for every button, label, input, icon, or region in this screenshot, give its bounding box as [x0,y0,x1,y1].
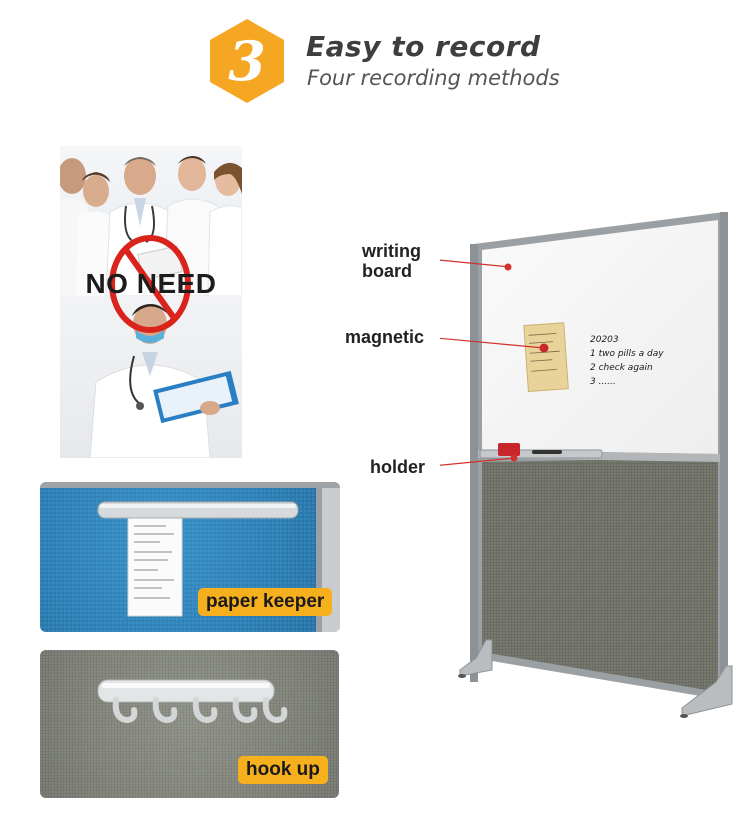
step-number-badge: 3 [208,17,286,105]
partition-panel: 20203 1 two pills a day 2 check again 3 … [417,200,750,728]
page-title: Easy to record [306,30,541,63]
writing-board-label: writing board [362,241,421,281]
partition-illustration: 20203 1 two pills a day 2 check again 3 … [417,212,733,718]
no-need-label: NO NEED [85,268,217,299]
doctor-reading-illustration [89,304,239,458]
paper-keeper-label: paper keeper [198,588,333,616]
hook-rail-illustration [40,650,339,798]
handwriting-line: 2 check again [590,363,653,373]
hook-photo: hook up [40,650,339,798]
hexagon-icon [210,19,284,103]
writing-board-label-line1: writing [362,241,421,261]
doctors-photo: NO NEED [60,146,242,458]
doctors-group-illustration [60,156,242,297]
prohibited-icon [109,235,191,333]
paper-keeper-photo: paper keeper [40,482,340,632]
step-number: 3 [228,29,266,93]
handwriting-line: 3 ...... [590,377,616,387]
writing-board-label-line2: board [362,261,413,281]
holder-label: holder [370,457,426,477]
handwriting-line: 1 two pills a day [590,349,664,359]
handwriting-line: 20203 [590,335,619,345]
page-subtitle: Four recording methods [307,66,560,90]
magnetic-label: magnetic [345,327,425,347]
doctors-group-photo [60,146,242,297]
doctor-reading-photo [60,296,242,458]
hook-up-label: hook up [238,756,328,784]
